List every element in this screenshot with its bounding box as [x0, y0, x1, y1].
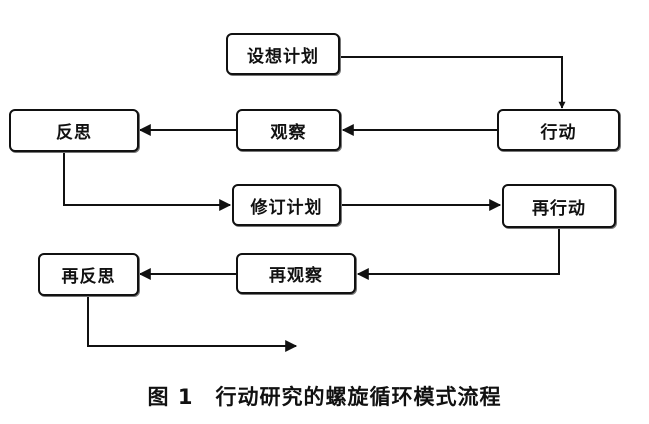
node-observe: 观察: [236, 109, 341, 151]
arrow-reflect-to-revise: [63, 152, 232, 211]
node-reflect: 反思: [9, 109, 139, 152]
figure-title: 行动研究的螺旋循环模式流程: [215, 385, 502, 409]
arrow-re-reflect-continue: [87, 296, 298, 352]
arrow-re-action-to-re-observe: [356, 228, 560, 280]
node-re-reflect: 再反思: [38, 253, 139, 296]
node-plan: 设想计划: [226, 33, 340, 75]
node-revise-plan: 修订计划: [232, 184, 341, 226]
node-action: 行动: [497, 109, 620, 151]
arrow-plan-to-action: [340, 56, 566, 109]
node-re-observe: 再观察: [236, 253, 356, 294]
node-re-action: 再行动: [502, 184, 616, 228]
figure-caption: 图 1 行动研究的螺旋循环模式流程: [0, 381, 649, 411]
figure-number: 图 1: [147, 385, 194, 409]
